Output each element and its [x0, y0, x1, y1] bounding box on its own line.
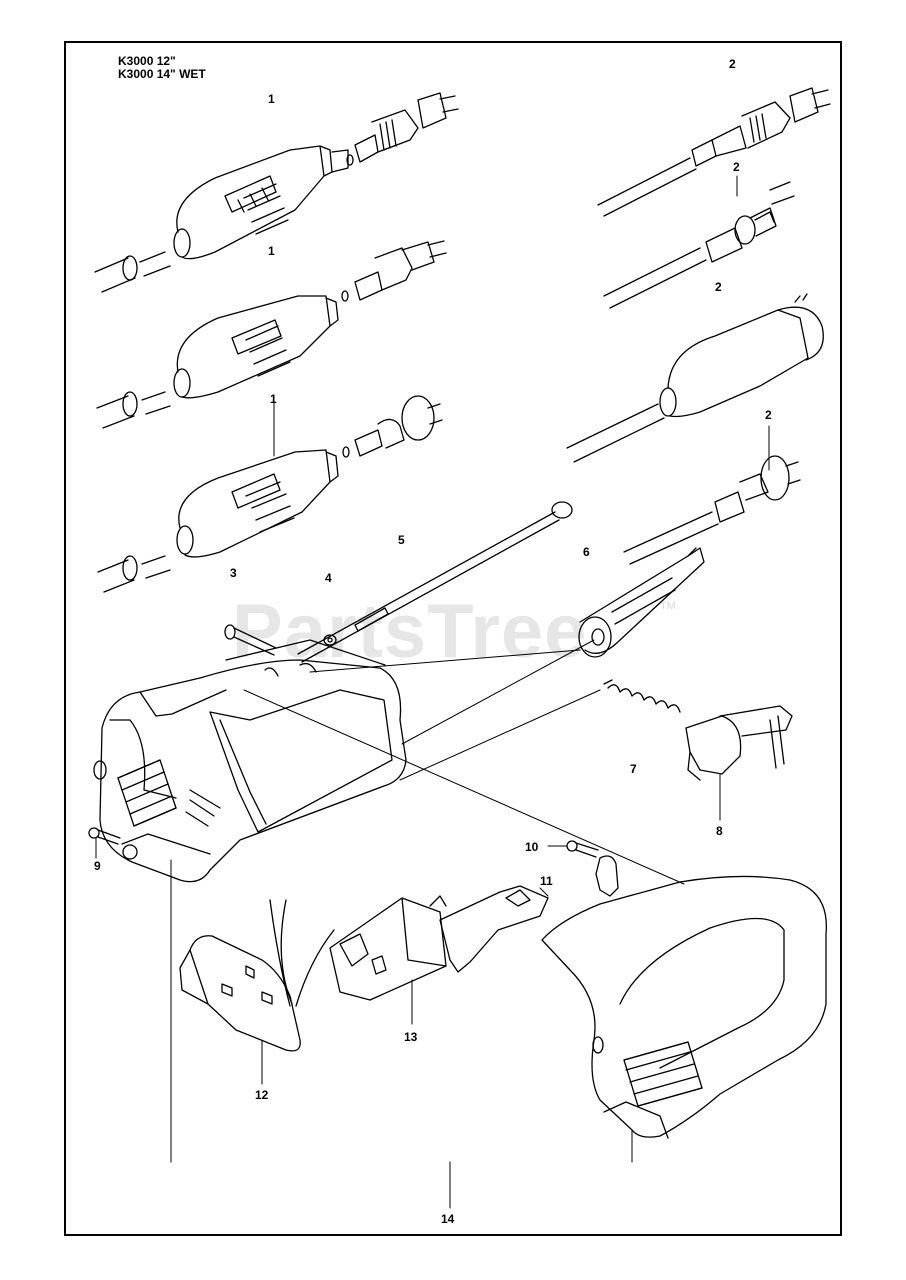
callout-6[interactable]: 6	[583, 545, 590, 559]
screw-washer	[224, 624, 337, 656]
rcd-unit-3	[97, 395, 443, 593]
power-cord-1	[597, 87, 831, 217]
callout-13[interactable]: 13	[404, 1030, 418, 1044]
screw-9	[88, 827, 121, 845]
cover-plate	[179, 899, 335, 1052]
callout-1a[interactable]: 1	[268, 92, 275, 106]
power-cord-3	[566, 293, 824, 463]
screw-clip	[566, 840, 619, 897]
callout-12[interactable]: 12	[255, 1088, 269, 1102]
diagram-frame	[64, 41, 842, 1236]
rcd-unit-1	[94, 92, 459, 293]
callout-11[interactable]: 11	[540, 874, 553, 888]
callout-10[interactable]: 10	[525, 840, 539, 854]
model-title-2: K3000 14" WET	[118, 67, 206, 81]
rcd-unit-2	[96, 240, 447, 429]
callout-3[interactable]: 3	[230, 566, 237, 580]
leader-lines	[95, 175, 770, 1209]
switch	[329, 895, 447, 1001]
spring	[603, 679, 681, 713]
callout-1c[interactable]: 1	[270, 392, 277, 406]
grip-tube	[578, 547, 705, 658]
callout-8[interactable]: 8	[716, 824, 723, 838]
handle-housing-left	[93, 639, 407, 883]
callout-7[interactable]: 7	[630, 762, 637, 776]
callout-2b[interactable]: 2	[733, 160, 740, 174]
callout-1b[interactable]: 1	[268, 244, 275, 258]
tie-rod	[297, 501, 573, 663]
callout-2c[interactable]: 2	[715, 280, 722, 294]
power-cord-2	[603, 181, 795, 309]
callout-2a[interactable]: 2	[729, 57, 736, 71]
callout-2d[interactable]: 2	[765, 408, 772, 422]
callout-9[interactable]: 9	[94, 859, 101, 873]
trigger-latch	[685, 705, 793, 781]
callout-4[interactable]: 4	[325, 571, 332, 585]
switch-lever	[439, 885, 549, 973]
handle-housing-right	[541, 875, 827, 1139]
power-cord-4	[623, 455, 801, 565]
model-title-1: K3000 12"	[118, 54, 176, 68]
callout-14[interactable]: 14	[441, 1212, 455, 1226]
callout-5[interactable]: 5	[398, 533, 405, 547]
watermark-tm: TM	[660, 600, 676, 612]
